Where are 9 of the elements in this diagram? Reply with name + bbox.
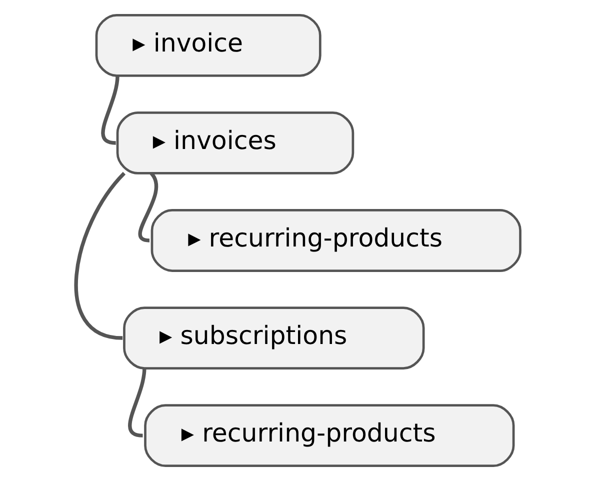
connector [138,172,158,242]
node-box: ▸ recurring-products [144,404,515,468]
node-box: ▸ recurring-products [150,209,522,272]
connector [128,368,146,438]
node-box: ▸ invoices [116,112,354,174]
node-box: ▸ invoice [95,14,322,77]
connector [101,76,120,145]
node-box: ▸ subscriptions [123,306,425,370]
connector [74,172,126,340]
